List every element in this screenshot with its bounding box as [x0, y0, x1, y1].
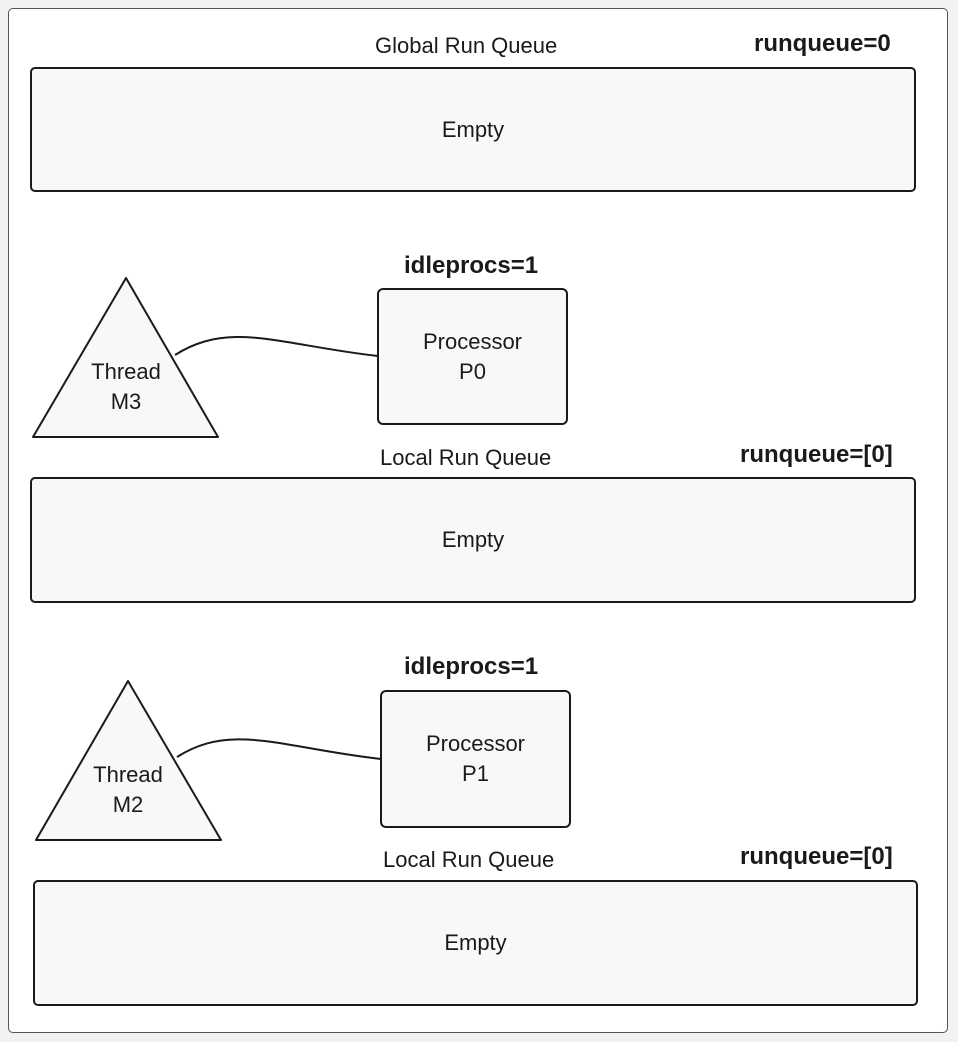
local-runqueue-count-p1: runqueue=[0] — [740, 843, 893, 870]
global-run-queue-title: Global Run Queue — [375, 33, 558, 58]
idleprocs-label-p1: idleprocs=1 — [404, 653, 539, 680]
thread-m2-line2: M2 — [112, 792, 144, 817]
local-run-queue-content-p0: Empty — [441, 527, 505, 552]
thread-m3-label: Thread M3 — [76, 357, 176, 417]
local-run-queue-box-p1: Empty — [33, 880, 918, 1006]
thread-m3-line2: M3 — [110, 389, 142, 414]
local-runqueue-count-p0: runqueue=[0] — [740, 441, 893, 468]
global-run-queue-content: Empty — [441, 116, 505, 142]
local-run-queue-title-p1: Local Run Queue — [383, 847, 555, 872]
thread-m2-line1: Thread — [93, 762, 163, 787]
local-run-queue-title-p0: Local Run Queue — [380, 445, 552, 470]
processor-p0-line2: P0 — [459, 358, 486, 384]
local-run-queue-box-p0: Empty — [30, 477, 916, 603]
global-run-queue-box: Empty — [30, 67, 916, 192]
idleprocs-label-p0: idleprocs=1 — [404, 252, 539, 279]
thread-m2-label: Thread M2 — [78, 760, 178, 820]
processor-p0-box: Processor P0 — [377, 288, 568, 425]
processor-p1-box: Processor P1 — [380, 690, 571, 828]
local-run-queue-content-p1: Empty — [444, 930, 507, 955]
processor-p1-line1: Processor — [425, 731, 526, 756]
processor-p0-line1: Processor — [422, 328, 523, 354]
thread-m3-line1: Thread — [91, 359, 161, 384]
global-runqueue-count: runqueue=0 — [754, 30, 891, 57]
processor-p1-line2: P1 — [462, 761, 489, 786]
